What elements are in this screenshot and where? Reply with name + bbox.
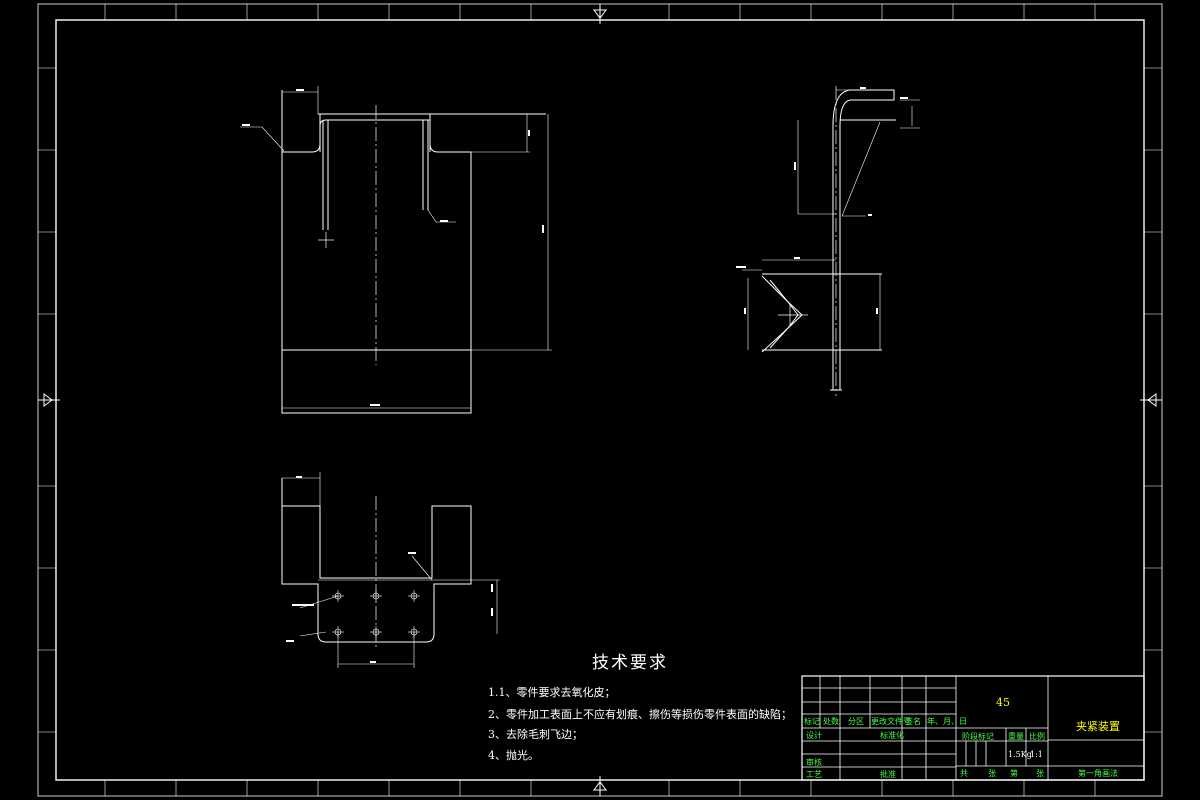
scale-label: 比例 — [1029, 732, 1045, 741]
weight-value: 1.5Kg — [1008, 750, 1032, 759]
weight-label: 重量 — [1008, 732, 1024, 741]
row-label-change-doc: 更改文件号 — [871, 717, 911, 726]
part-name: 夹紧装置 — [1076, 720, 1120, 733]
design-label: 设计 — [806, 731, 822, 740]
side-view — [742, 86, 920, 396]
sheets-total-label: 共 — [960, 769, 968, 778]
row-label-zone: 分区 — [848, 717, 864, 726]
front-view — [240, 86, 552, 414]
requirement-item-2: 2、零件加工表面上不应有划痕、擦伤等损伤零件表面的缺陷； — [488, 708, 792, 721]
requirement-item-1: 1.1、零件要求去氧化皮； — [488, 686, 616, 699]
approve-label: 批准 — [880, 770, 896, 779]
zone-ticks — [38, 4, 1162, 796]
row-label-signature: 签名 — [905, 717, 921, 726]
title-block — [801, 675, 1145, 781]
sheets-unit-2: 张 — [1036, 769, 1044, 778]
scale-value: 1:1 — [1030, 750, 1043, 759]
stage-mark-label: 阶段标记 — [962, 732, 994, 741]
row-label-mark: 标记 — [804, 717, 820, 726]
standardize-label: 标准化 — [880, 731, 904, 740]
top-view — [281, 472, 500, 668]
process-label: 工艺 — [806, 770, 822, 779]
row-label-date: 年、月、日 — [927, 717, 967, 726]
row-label-count: 处数 — [823, 717, 839, 726]
outer-frame — [37, 3, 1163, 797]
review-label: 审核 — [806, 758, 822, 767]
requirement-item-3: 3、去除毛刺飞边； — [488, 728, 583, 741]
requirements-title: 技术要求 — [592, 653, 668, 673]
requirement-item-4: 4、抛光。 — [488, 749, 539, 762]
sheet-number-label: 第 — [1010, 769, 1018, 778]
dimension-text-marks — [242, 87, 908, 663]
centering-marks — [38, 4, 1162, 796]
projection-label: 第一角画法 — [1078, 769, 1118, 778]
material-label: 45 — [996, 696, 1010, 709]
sheets-unit-1: 张 — [988, 769, 996, 778]
